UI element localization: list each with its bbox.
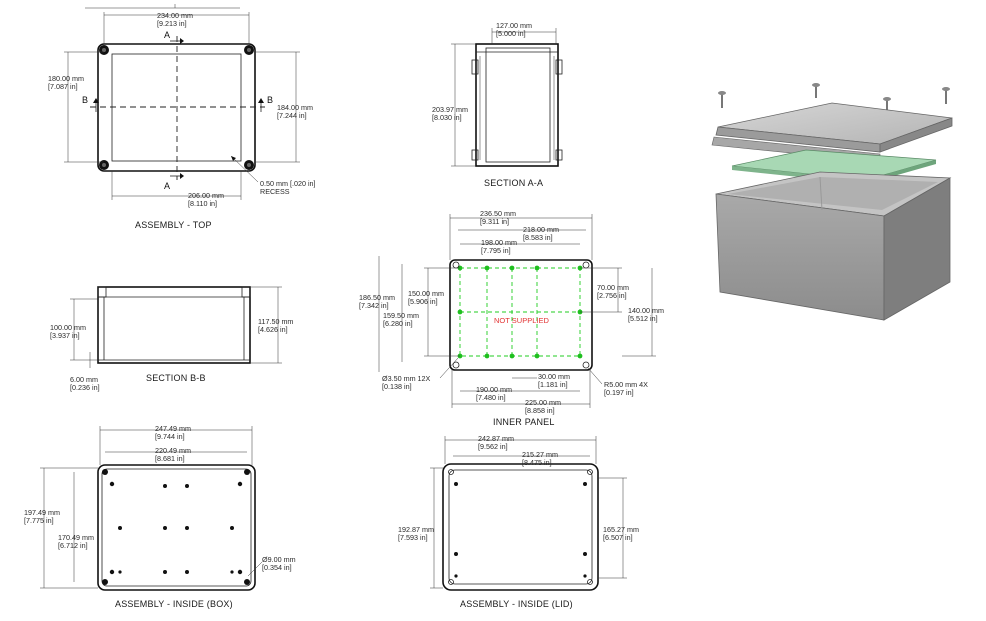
- box-d4-mm: 170.49 mm: [58, 533, 94, 542]
- panel-d5-mm: 150.00 mm: [408, 289, 444, 298]
- bb-right-in: [4.626 in]: [258, 325, 288, 334]
- box-d3-in: [7.775 in]: [24, 516, 54, 525]
- panel-d10-in: [7.480 in]: [476, 393, 506, 402]
- top-width-mm: 234.00 mm: [157, 11, 193, 20]
- lid-d1-mm: 242.87 mm: [478, 434, 514, 443]
- top-bottom-in: [8.110 in]: [188, 199, 217, 208]
- caption-inside-box: ASSEMBLY - INSIDE (BOX): [115, 599, 233, 609]
- panel-d2-mm: 218.00 mm: [523, 225, 559, 234]
- top-width-in: [9.213 in]: [157, 19, 187, 28]
- box-d1-in: [9.744 in]: [155, 432, 185, 441]
- panel-d5-in: [5.906 in]: [408, 297, 438, 306]
- panel-d2-in: [8.583 in]: [523, 233, 553, 242]
- lid-d2-mm: 215.27 mm: [522, 450, 558, 459]
- panel-d9-in: [1.181 in]: [538, 380, 568, 389]
- bb-bottom-in: [0.236 in]: [70, 383, 100, 392]
- section-aa-view: 127.00 mm [5.000 in] 203.97 mm [8.030 in…: [432, 21, 563, 188]
- lid-d3-in: [7.593 in]: [398, 533, 428, 542]
- top-bottom-mm: 206.00 mm: [188, 191, 224, 200]
- caption-section-aa: SECTION A-A: [484, 178, 543, 188]
- box-d3-mm: 197.49 mm: [24, 508, 60, 517]
- box-3d: [715, 171, 952, 321]
- screws: [718, 83, 950, 116]
- caption-inside-lid: ASSEMBLY - INSIDE (LID): [460, 599, 573, 609]
- box-d1-mm: 247.49 mm: [155, 424, 191, 433]
- box-holes: [102, 469, 250, 585]
- panel-d4-mm: 186.50 mm: [359, 293, 395, 302]
- top-height-mm: 180.00 mm: [48, 74, 84, 83]
- bb-bottom-mm: 6.00 mm: [70, 375, 98, 384]
- not-supplied-note: NOT SUPPLIED: [494, 316, 549, 325]
- section-bb-view: 100.00 mm [3.937 in] 117.50 mm [4.626 in…: [50, 286, 293, 392]
- panel-d4-in: [7.342 in]: [359, 301, 389, 310]
- top-right-mm: 184.00 mm: [277, 103, 313, 112]
- recess-label: RECESS: [260, 187, 290, 196]
- box-d2-mm: 220.49 mm: [155, 446, 191, 455]
- section-b-label-left: B: [82, 95, 88, 105]
- panel-d8-in: [5.512 in]: [628, 314, 658, 323]
- caption-assembly-top: ASSEMBLY - TOP: [135, 220, 212, 230]
- panel-d1-mm: 236.50 mm: [480, 209, 516, 218]
- bb-left-mm: 100.00 mm: [50, 323, 86, 332]
- panel-mount-holes: [457, 265, 583, 359]
- lid-d3-mm: 192.87 mm: [398, 525, 434, 534]
- inside-lid-view: 242.87 mm [9.562 in] 215.27 mm [8.475 in…: [398, 434, 639, 609]
- bb-left-in: [3.937 in]: [50, 331, 80, 340]
- panel-d6-mm: 159.50 mm: [383, 311, 419, 320]
- box-d5-mm: Ø9.00 mm: [262, 555, 296, 564]
- box-d4-in: [6.712 in]: [58, 541, 88, 550]
- panel-d3-in: [7.795 in]: [481, 246, 511, 255]
- panel-d8-mm: 140.00 mm: [628, 306, 664, 315]
- lid-d4-in: [6.507 in]: [603, 533, 633, 542]
- panel-d7-in: [2.756 in]: [597, 291, 627, 300]
- panel-d11-mm: 225.00 mm: [525, 398, 561, 407]
- aa-width-in: [5.000 in]: [496, 29, 526, 38]
- box-d2-in: [8.681 in]: [155, 454, 185, 463]
- box-d5-in: [0.354 in]: [262, 563, 292, 572]
- panel-d11-in: [8.858 in]: [525, 406, 555, 415]
- caption-section-bb: SECTION B-B: [146, 373, 206, 383]
- section-b-label-right: B: [267, 95, 273, 105]
- recess-dim: 0.50 mm [.020 in]: [260, 179, 316, 188]
- lid-d4-mm: 165.27 mm: [603, 525, 639, 534]
- aa-width-mm: 127.00 mm: [496, 21, 532, 30]
- top-right-in: [7.244 in]: [277, 111, 307, 120]
- section-a-label-top: A: [164, 30, 170, 40]
- panel-d3-mm: 198.00 mm: [481, 238, 517, 247]
- panel-d6-in: [6.280 in]: [383, 319, 413, 328]
- panel-d9-mm: 30.00 mm: [538, 372, 570, 381]
- aa-height-mm: 203.97 mm: [432, 105, 468, 114]
- bb-right-mm: 117.50 mm: [258, 317, 293, 326]
- inside-box-view: 247.49 mm [9.744 in] 220.49 mm [8.681 in…: [24, 424, 296, 609]
- panel-d12-mm: Ø3.50 mm 12X: [382, 374, 431, 383]
- caption-inner-panel: INNER PANEL: [493, 417, 555, 427]
- exploded-3d-view: [711, 83, 953, 321]
- lid-holes: [448, 469, 593, 585]
- top-height-in: [7.087 in]: [48, 82, 78, 91]
- panel-d12-in: [0.138 in]: [382, 382, 412, 391]
- panel-d10-mm: 190.00 mm: [476, 385, 512, 394]
- section-a-label-bottom: A: [164, 181, 170, 191]
- lid-d2-in: [8.475 in]: [522, 458, 552, 467]
- assembly-top-view: A A B B 234.00 mm [9.213 in] 180.00 mm […: [48, 4, 316, 230]
- aa-height-in: [8.030 in]: [432, 113, 462, 122]
- inner-panel-view: NOT SUPPLIED 236.50 mm [9.311 in] 218.00…: [359, 209, 664, 427]
- panel-d1-in: [9.311 in]: [480, 217, 509, 226]
- panel-d13-in: [0.197 in]: [604, 388, 634, 397]
- panel-d7-mm: 70.00 mm: [597, 283, 629, 292]
- lid-d1-in: [9.562 in]: [478, 442, 508, 451]
- panel-d13-mm: R5.00 mm 4X: [604, 380, 648, 389]
